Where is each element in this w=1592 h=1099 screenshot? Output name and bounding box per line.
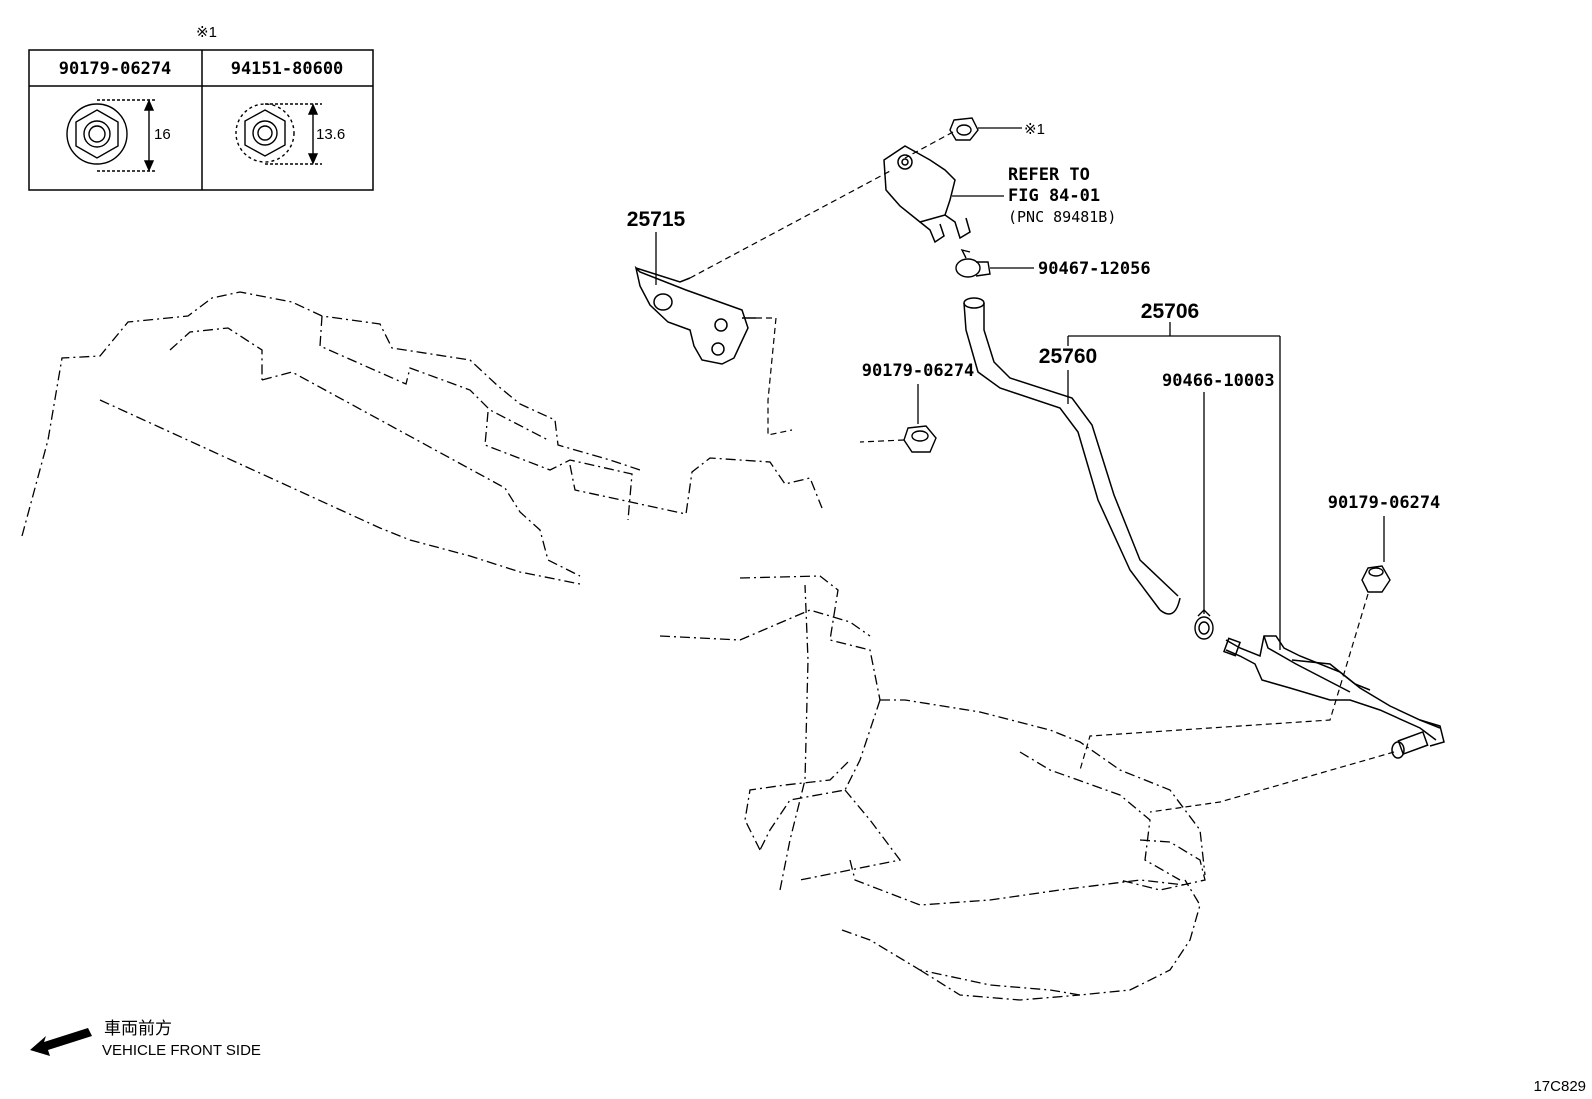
callout-nut-mid: 90179-06274: [862, 361, 975, 381]
phantom-bracket-to-engine: [756, 317, 793, 436]
hose-clip: [955, 248, 991, 278]
figure-code: 17C829: [1533, 1078, 1586, 1095]
legend-english: VEHICLE FRONT SIDE: [102, 1042, 261, 1059]
phantom-right-nut-to-engine: [1079, 593, 1369, 771]
legend-japanese: 車両前方: [104, 1019, 172, 1039]
flange-nut-icon: [66, 103, 128, 165]
sensor-nut: [949, 117, 979, 141]
nut-reference-table: ※1 90179-06274 94151-80600 16: [28, 24, 374, 191]
table-frame: [28, 49, 374, 191]
middle-nut: [903, 425, 937, 453]
dimension-label-1: 16: [154, 126, 171, 143]
pressure-sensor: [883, 145, 971, 244]
sensor-ref-line2: FIG 84-01: [1008, 186, 1100, 206]
dimension-arrow-2: [265, 103, 322, 165]
phantom-bracket-to-sensor: [689, 169, 893, 279]
front-direction-arrow-icon: [30, 1028, 92, 1056]
hose: [963, 297, 1181, 615]
table-part-number-2: 94151-80600: [231, 59, 344, 79]
engine-phantom-outline: [21, 291, 1206, 1001]
clamp: [1194, 609, 1214, 640]
sensor-ref-line3: (PNC 89481B): [1008, 208, 1116, 226]
sensor-bracket: [634, 265, 756, 365]
hex-nut-icon: [235, 103, 295, 163]
callout-clamp: 90466-10003: [1162, 371, 1275, 391]
callout-tube-assembly: 25706: [1141, 300, 1199, 323]
callout-nut-right: 90179-06274: [1328, 493, 1441, 513]
phantom-nut-to-sensor: [904, 131, 954, 159]
callout-bracket: 25715: [627, 208, 686, 231]
phantom-middle-nut-to-engine: [859, 439, 905, 443]
sensor-ref-line1: REFER TO: [1008, 165, 1090, 185]
right-nut: [1361, 565, 1391, 593]
leader-tube-assembly: [1067, 322, 1281, 650]
metal-pipe: [1223, 635, 1445, 759]
table-part-number-1: 90179-06274: [59, 59, 172, 79]
callout-sensor-nut-note: ※1: [1024, 121, 1045, 138]
callout-hose-clip: 90467-12056: [1038, 259, 1151, 279]
callout-hose: 25760: [1039, 345, 1097, 368]
dimension-label-2: 13.6: [316, 126, 345, 143]
table-note-mark: ※1: [196, 24, 217, 41]
phantom-pipe-to-engine: [1149, 751, 1395, 813]
dimension-arrow-1: [97, 99, 155, 172]
